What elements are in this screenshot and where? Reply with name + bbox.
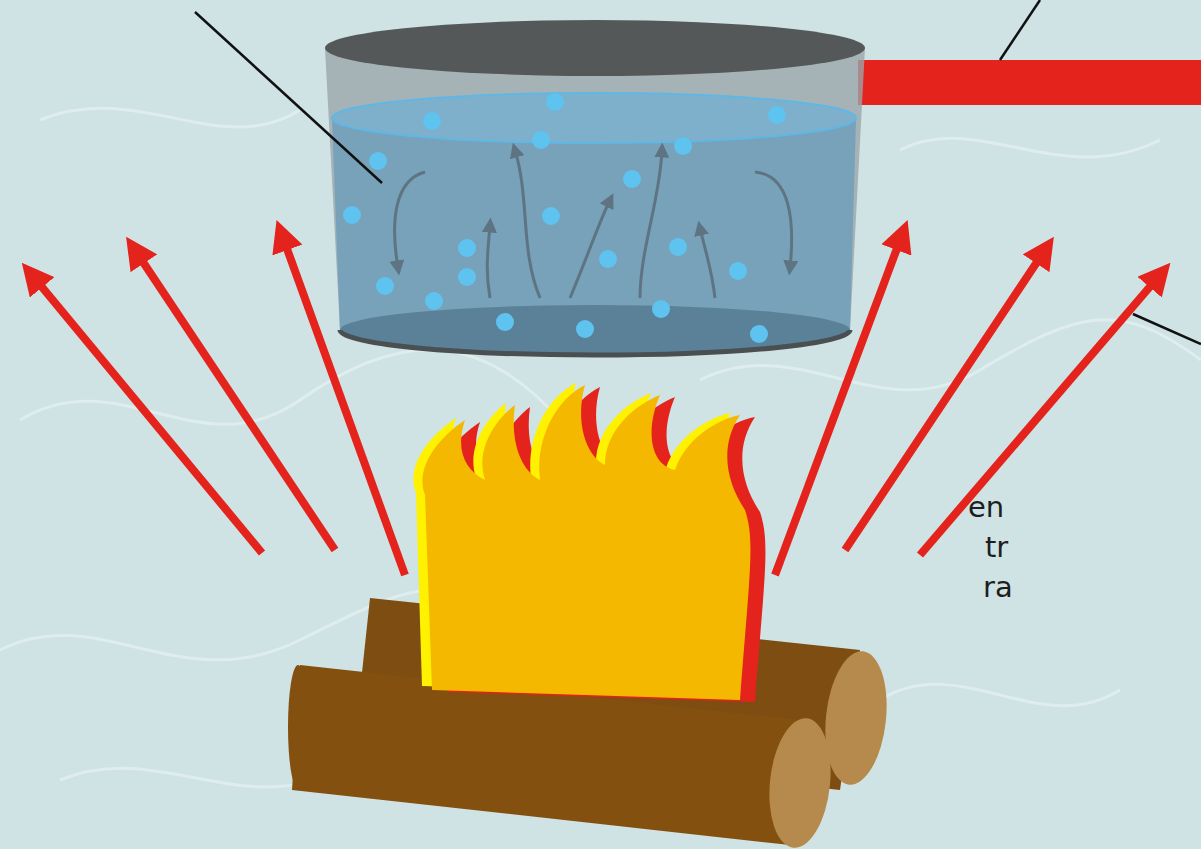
flames (413, 383, 765, 702)
water (332, 118, 856, 355)
pot-body (325, 48, 865, 355)
pot-rim (325, 20, 865, 76)
water-particles (343, 93, 786, 343)
water-surface (332, 93, 856, 143)
pot-bottom (340, 305, 850, 355)
leader-lines (195, 0, 1201, 344)
caption-fragment: ra (983, 573, 1013, 602)
convection-arrows (395, 150, 792, 298)
caption-fragment: tr (985, 533, 1008, 562)
caption-fragment: en (968, 493, 1004, 522)
pot-bottom-rim (340, 330, 850, 355)
pot-handle (858, 60, 1201, 105)
smoke-texture (0, 108, 1201, 787)
